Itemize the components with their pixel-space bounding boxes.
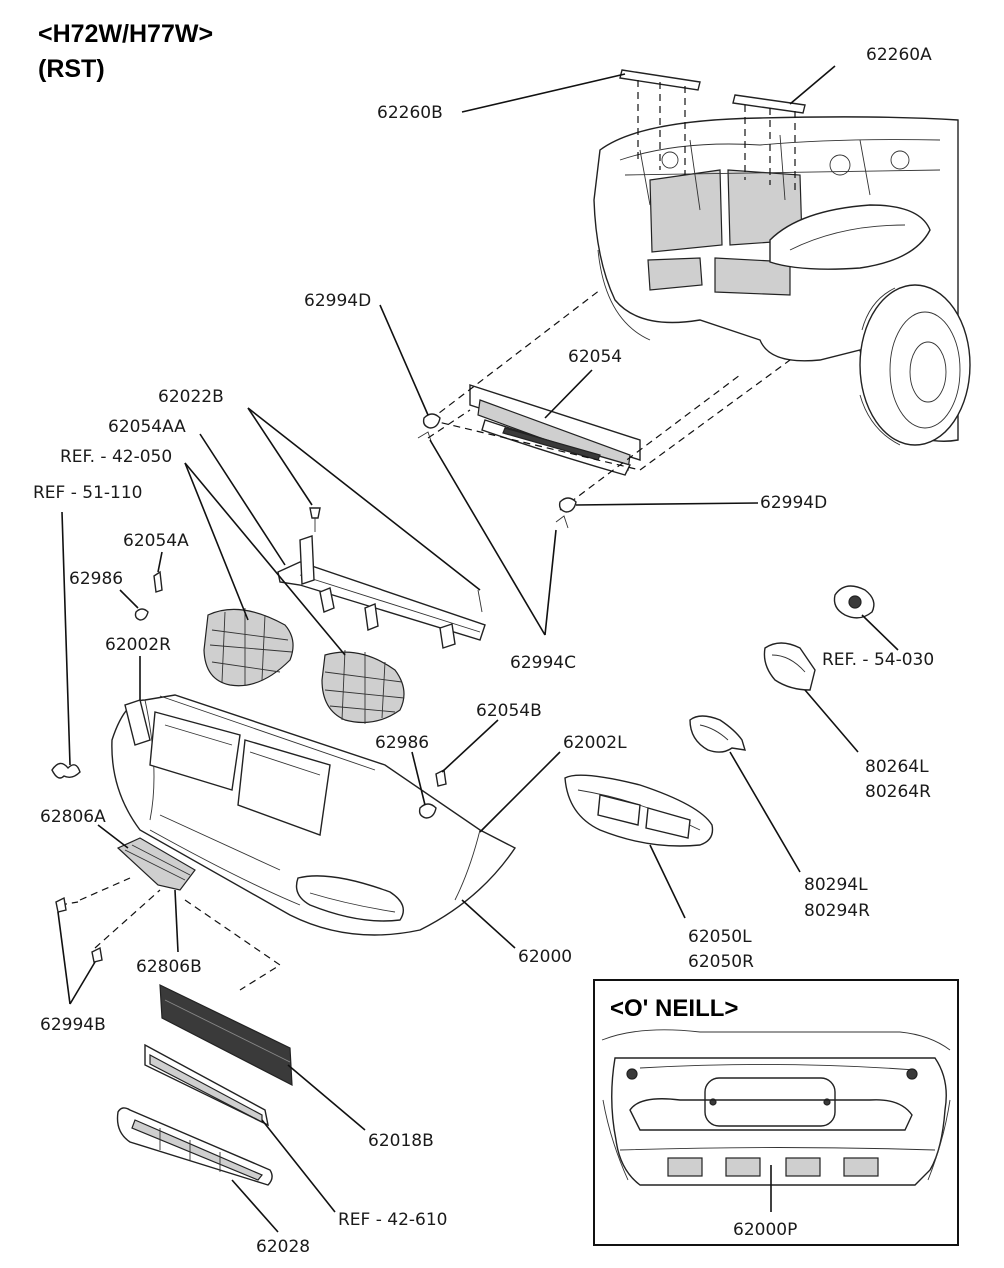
label-62994C: 62994C — [510, 653, 576, 673]
trim-62050 — [564, 774, 714, 847]
lower-panel-62018B — [159, 984, 293, 1087]
label-62986-mid: 62986 — [375, 733, 429, 753]
label-62260B: 62260B — [377, 103, 443, 123]
vehicle-front-drawing — [593, 69, 971, 446]
bracket-80294 — [689, 715, 746, 753]
fog-grille-right — [321, 649, 405, 724]
label-80264L: 80264L — [865, 757, 929, 777]
clip-62986-left — [134, 608, 149, 621]
license-plate-mount — [704, 1077, 836, 1127]
variant-title: (RST) — [38, 55, 105, 83]
label-62050R: 62050R — [688, 952, 754, 972]
assembly-dashed-frame — [427, 289, 791, 511]
reflector-4 — [843, 1157, 879, 1177]
label-62054B: 62054B — [476, 701, 542, 721]
clip-62994D-top — [417, 413, 441, 445]
ref-42-610-part — [144, 1043, 269, 1127]
label-62000P: 62000P — [733, 1220, 797, 1240]
reflector-2 — [725, 1157, 761, 1177]
ref-54-030-part — [833, 585, 875, 619]
label-62018B: 62018B — [368, 1131, 434, 1151]
label-62054: 62054 — [568, 347, 622, 367]
oneill-inset: <O' NEILL> 62000P — [593, 979, 959, 1246]
fog-grille-left — [203, 608, 294, 687]
top-bracket-guides — [637, 80, 796, 190]
label-62260A: 62260A — [866, 45, 932, 65]
label-ref-51-110: REF - 51-110 — [33, 483, 143, 503]
part-labels: 62260A 62260B 62994D 62054 62022B 62054A… — [33, 45, 934, 1257]
clip-62054B — [435, 768, 447, 787]
tow-plate-62806A — [116, 837, 196, 891]
label-62002L: 62002L — [563, 733, 627, 753]
label-62986-left: 62986 — [69, 569, 123, 589]
label-62806B: 62806B — [136, 957, 202, 977]
label-62994B: 62994B — [40, 1015, 106, 1035]
front-bumper-62000 — [111, 694, 517, 936]
label-80294R: 80294R — [804, 901, 870, 921]
label-62050L: 62050L — [688, 927, 752, 947]
skid-plate-62054 — [469, 384, 641, 476]
label-62054AA: 62054AA — [108, 417, 186, 437]
label-ref-54-030: REF. - 54-030 — [822, 650, 934, 670]
label-62054A: 62054A — [123, 531, 189, 551]
rear-bumper-62000P-drawing — [601, 1029, 951, 1186]
lower-grille-62028 — [116, 1107, 273, 1186]
clip-62986-mid — [418, 803, 437, 819]
label-62022B: 62022B — [158, 387, 224, 407]
label-80264R: 80264R — [865, 782, 931, 802]
label-ref-42-610: REF - 42-610 — [338, 1210, 448, 1230]
label-80294L: 80294L — [804, 875, 868, 895]
bracket-62054AA — [277, 507, 486, 649]
inset-title: <O' NEILL> — [610, 995, 738, 1022]
model-code-title: <H72W/H77W> — [38, 20, 214, 48]
bracket-80264 — [763, 642, 816, 691]
label-62994D-right: 62994D — [760, 493, 827, 513]
label-62002R: 62002R — [105, 635, 171, 655]
label-62806A: 62806A — [40, 807, 106, 827]
clip-62994D-right — [555, 497, 577, 529]
reflector-1 — [667, 1157, 703, 1177]
label-ref-42-050: REF. - 42-050 — [60, 447, 172, 467]
reflector-3 — [785, 1157, 821, 1177]
clip-62054A — [153, 570, 163, 593]
label-62000: 62000 — [518, 947, 572, 967]
label-62028: 62028 — [256, 1237, 310, 1257]
clip-62994B — [55, 896, 103, 963]
ref-51-110-part — [51, 762, 81, 779]
leader-lines — [57, 65, 899, 1233]
label-62994D-top: 62994D — [304, 291, 371, 311]
